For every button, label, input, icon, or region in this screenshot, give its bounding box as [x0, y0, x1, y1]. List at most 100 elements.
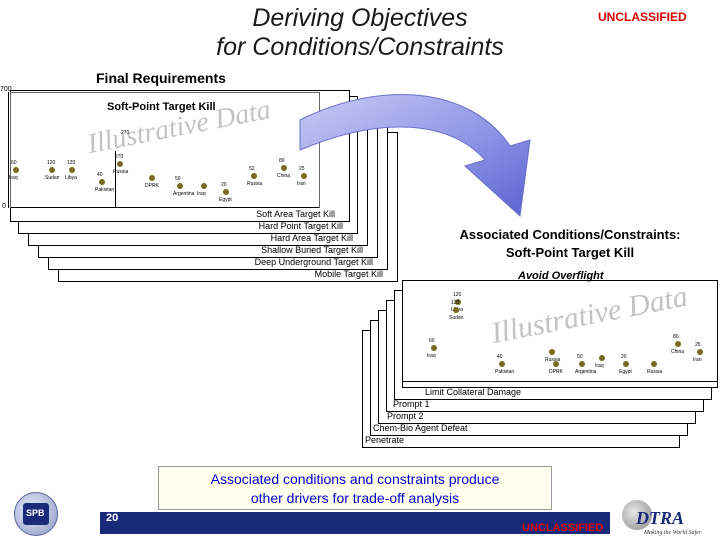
left-point-value: 20	[221, 182, 227, 188]
slide-title: Deriving Objectives for Conditions/Const…	[140, 4, 580, 62]
right-point-marker	[697, 349, 703, 355]
right-point-marker	[553, 361, 559, 367]
callout-box: Associated conditions and constraints pr…	[158, 466, 552, 510]
left-point-marker	[13, 167, 19, 173]
right-point-label: Pakistan	[495, 369, 515, 375]
footer-bar	[100, 512, 610, 534]
spb-logo-inner	[23, 503, 49, 525]
left-point-value: 270	[115, 154, 124, 160]
left-point-label: DPRK	[145, 183, 159, 189]
left-point-marker	[177, 183, 183, 189]
right-point-marker	[623, 361, 629, 367]
right-layer-label: Penetrate	[365, 435, 405, 445]
left-point-label: Pakistan	[95, 187, 115, 193]
left-layer-label: Hard Area Target Kill	[270, 233, 353, 243]
classification-bottom: UNCLASSIFIED	[522, 522, 604, 534]
left-point-marker	[223, 189, 229, 195]
right-point-value: 20	[621, 354, 627, 360]
right-baseline	[403, 381, 717, 382]
right-point-marker	[453, 307, 459, 313]
left-point-label: Egypt	[219, 197, 232, 203]
right-layer-label: Prompt 1	[393, 399, 430, 409]
left-layer-label: Deep Underground Target Kill	[254, 257, 373, 267]
right-point-value: 120	[453, 292, 462, 298]
right-point-label: Sudan	[449, 315, 464, 321]
left-point-label: Libya	[65, 175, 77, 181]
slide-title-line1: Deriving Objectives	[252, 4, 468, 32]
left-point-value: 120	[47, 160, 56, 166]
right-point-label: China	[671, 349, 685, 355]
left-front-title: Soft-Point Target Kill	[107, 101, 216, 113]
left-point-marker	[69, 167, 75, 173]
left-point-value: 120	[67, 160, 76, 166]
right-point-value: 25	[695, 342, 701, 348]
left-point-label: Sudan	[45, 175, 60, 181]
right-point-label: Russia	[545, 357, 561, 363]
right-point-marker	[549, 349, 555, 355]
left-point-label: Argentina	[173, 191, 195, 197]
dtra-logo: DTRA Making the World Safer	[622, 500, 716, 540]
avoid-overflight-title: Avoid Overflight	[518, 270, 604, 282]
classification-top: UNCLASSIFIED	[598, 10, 687, 24]
right-point-value: 60	[429, 338, 435, 344]
left-layer-label: Mobile Target Kill	[314, 269, 383, 279]
left-point-marker	[281, 165, 287, 171]
right-point-marker	[675, 341, 681, 347]
left-point-marker	[99, 179, 105, 185]
left-y-top-tick: 700	[0, 86, 12, 93]
right-point-marker	[579, 361, 585, 367]
right-point-marker	[599, 355, 605, 361]
left-y-bottom-tick: 0	[2, 203, 6, 210]
right-point-label: Argentina	[575, 369, 597, 375]
right-point-marker	[651, 361, 657, 367]
dtra-logo-tagline: Making the World Safer	[644, 530, 702, 536]
callout-line1: Associated conditions and constraints pr…	[210, 471, 500, 487]
left-point-value: 80	[279, 158, 285, 164]
right-layer-label: Chem-Bio Agent Defeat	[373, 423, 468, 433]
left-point-marker	[301, 173, 307, 179]
left-point-value: 270	[121, 130, 130, 136]
left-point-marker	[201, 183, 207, 189]
left-y-axis	[8, 92, 9, 208]
right-point-value: 80	[673, 334, 679, 340]
left-layer-label: Soft Area Target Kill	[256, 209, 335, 219]
dtra-logo-text: DTRA	[636, 508, 685, 528]
final-requirements-heading: Final Requirements	[96, 70, 226, 86]
right-point-value: 40	[497, 354, 503, 360]
left-point-label: Iraq	[9, 175, 18, 181]
left-point-marker	[251, 173, 257, 179]
left-point-value: 60	[11, 160, 17, 166]
left-point-value: 25	[299, 166, 305, 172]
left-point-label: Iran	[297, 181, 306, 187]
flow-arrow	[299, 94, 531, 218]
right-point-label: Iraq	[427, 353, 436, 359]
right-watermark: Illustrative Data	[488, 279, 691, 351]
right-point-label: Egypt	[619, 369, 632, 375]
left-point-label: Russia	[247, 181, 263, 187]
left-divider	[115, 151, 116, 207]
left-point-value: 52	[249, 166, 255, 172]
right-front-panel: Illustrative Data 120Libya120Sudan60Iraq…	[402, 280, 718, 388]
left-point-label: Iraq	[197, 191, 206, 197]
right-point-label: Iran	[693, 357, 702, 363]
right-point-marker	[499, 361, 505, 367]
associated-heading: Associated Conditions/Constraints: Soft-…	[420, 226, 720, 262]
right-layer-label: Limit Collateral Damage	[425, 387, 522, 397]
right-point-value: 120	[451, 300, 460, 306]
left-layer-label: Shallow Buried Target Kill	[261, 245, 363, 255]
left-point-marker	[117, 161, 123, 167]
right-point-marker	[455, 299, 461, 305]
right-point-label: DPRK	[549, 369, 563, 375]
right-point-marker	[431, 345, 437, 351]
left-baseline	[11, 207, 319, 208]
left-point-value: 50	[175, 176, 181, 182]
left-front-panel: Soft-Point Target Kill Illustrative Data…	[9, 92, 320, 208]
right-point-value: 50	[577, 354, 583, 360]
associated-heading-line1: Associated Conditions/Constraints:	[459, 227, 681, 242]
left-point-marker	[49, 167, 55, 173]
callout-line2: other drivers for trade-off analysis	[250, 490, 460, 506]
left-point-label: China	[277, 173, 291, 179]
spb-logo: SPB	[14, 492, 58, 536]
left-layer-label: Hard Point Target Kill	[258, 221, 343, 231]
left-point-label: Russia	[113, 169, 129, 175]
